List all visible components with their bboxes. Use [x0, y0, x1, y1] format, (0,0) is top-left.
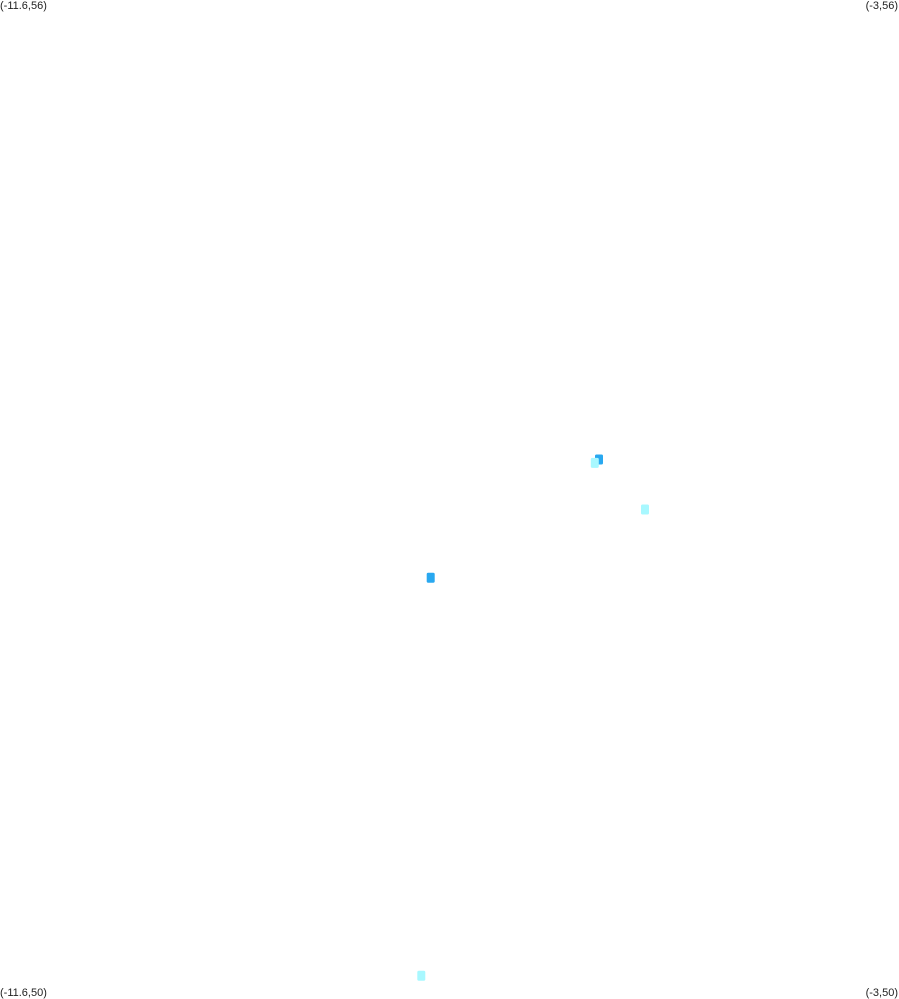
corner-label-top-right: (-3,56)	[865, 0, 898, 12]
map-feature-5[interactable]	[417, 970, 426, 981]
corner-label-bottom-left: (-11.6,50)	[0, 987, 47, 999]
corner-label-bottom-right: (-3,50)	[865, 987, 898, 999]
map-feature-4[interactable]	[426, 572, 435, 583]
map-feature-3[interactable]	[641, 504, 649, 515]
map-feature-2[interactable]	[590, 457, 599, 468]
corner-label-top-left: (-11.6,56)	[0, 0, 47, 12]
